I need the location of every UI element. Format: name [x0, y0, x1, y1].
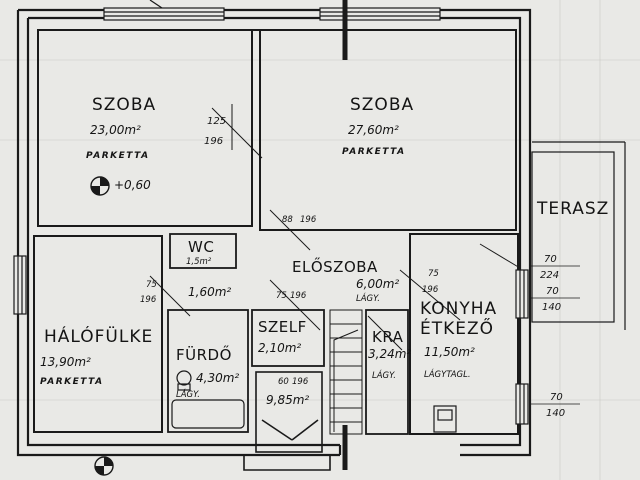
dim-win3-bottom: 140 [546, 408, 565, 419]
dim-szoba-door-bottom: 196 [204, 136, 223, 147]
window-right-2 [515, 383, 529, 425]
window-top-left [103, 0, 225, 21]
room-halofulke-floor: PARKETTA [40, 377, 104, 387]
room-kamra-name: KRA [372, 328, 404, 346]
terrace [531, 141, 626, 330]
room-konyha-area: 11,50m² [424, 345, 475, 359]
room-halofulke [33, 235, 163, 433]
entry-hall [243, 371, 331, 471]
room-szoba-2 [259, 29, 517, 231]
dimension-lines [530, 265, 580, 405]
room-halofulke-area: 13,90m² [40, 355, 91, 369]
room-szelf-area: 2,10m² [258, 341, 301, 355]
dim-hall-door-a: 88 [282, 215, 293, 225]
dim-konyha-door-bottom: 196 [422, 285, 439, 295]
room-eloszoba-name: ELŐSZOBA [292, 256, 378, 276]
dim-furdo-door-a: 60 [278, 377, 289, 387]
room-szoba-2-floor: PARKETTA [342, 147, 406, 157]
room-szoba-2-name: SZOBA [350, 95, 414, 115]
dim-szelf-door-a: 75 [276, 291, 287, 301]
room-kamra-floor: LÁGY. [372, 369, 396, 381]
room-szelf [251, 309, 325, 367]
staircase [329, 309, 363, 470]
dim-halo-door-top: 75 [146, 280, 157, 290]
level-marker-value: +0,60 [114, 178, 151, 192]
room-wc-area: 1,5m² [186, 257, 212, 267]
room-konyha-floor: LÁGYTAGL. [424, 368, 471, 380]
room-kamra [365, 309, 409, 435]
dim-win1-bottom: 224 [540, 270, 559, 281]
room-furdo-floor: LÁGY. [176, 388, 200, 400]
room-halofulke-name: HÁLÓFÜLKE [44, 325, 153, 347]
room-furdo-name: FÜRDŐ [176, 344, 232, 364]
room-eloszoba-floor: LÁGY. [356, 292, 380, 304]
room-szoba-1-floor: PARKETTA [86, 151, 150, 161]
toilet-icon [176, 370, 192, 391]
room-szoba-1-name: SZOBA [92, 95, 156, 115]
room-wc-name: WC [188, 238, 214, 256]
outer-walls [16, 8, 532, 457]
room-szelf-name: SZELF [258, 318, 307, 336]
room-eloszoba-area: 6,00m² [356, 277, 399, 291]
room-konyha [409, 233, 519, 435]
door-swings [149, 104, 521, 351]
dim-win3-top: 70 [550, 392, 563, 403]
room-wc [169, 233, 237, 269]
dim-furdo-door-b: 196 [292, 377, 309, 387]
bathtub-icon [171, 399, 245, 429]
dim-win1-top: 70 [544, 254, 557, 265]
kitchen-sink-icon [433, 405, 457, 433]
dim-halo-door-bottom: 196 [140, 295, 157, 305]
dim-konyha-door-top: 75 [428, 269, 439, 279]
dim-hall-area: 1,60m² [188, 285, 231, 299]
level-marker-icon [90, 176, 110, 196]
room-furdo-area: 4,30m² [196, 371, 239, 385]
dim-hall-door-b: 196 [300, 215, 317, 225]
room-hall-area: 9,85m² [266, 393, 309, 407]
room-terasz-name: TERASZ [536, 199, 609, 219]
level-marker-bottom-icon [94, 456, 114, 476]
room-furdo [167, 309, 249, 433]
room-szoba-2-area: 27,60m² [348, 123, 399, 137]
window-left [13, 255, 27, 315]
room-konyha-name: KONYHA [420, 299, 497, 319]
dim-win2-bottom: 140 [542, 302, 561, 313]
window-right-1 [515, 269, 529, 319]
room-szoba-1-area: 23,00m² [90, 123, 141, 137]
room-szoba-1 [37, 29, 253, 227]
dim-win2-top: 70 [546, 286, 559, 297]
room-kamra-area: 3,24m² [368, 347, 411, 361]
dim-szoba-door-top: 125 [207, 116, 226, 127]
dim-szelf-door-b: 196 [290, 291, 307, 301]
room-konyha-name2: ÉTKEZŐ [420, 317, 494, 339]
